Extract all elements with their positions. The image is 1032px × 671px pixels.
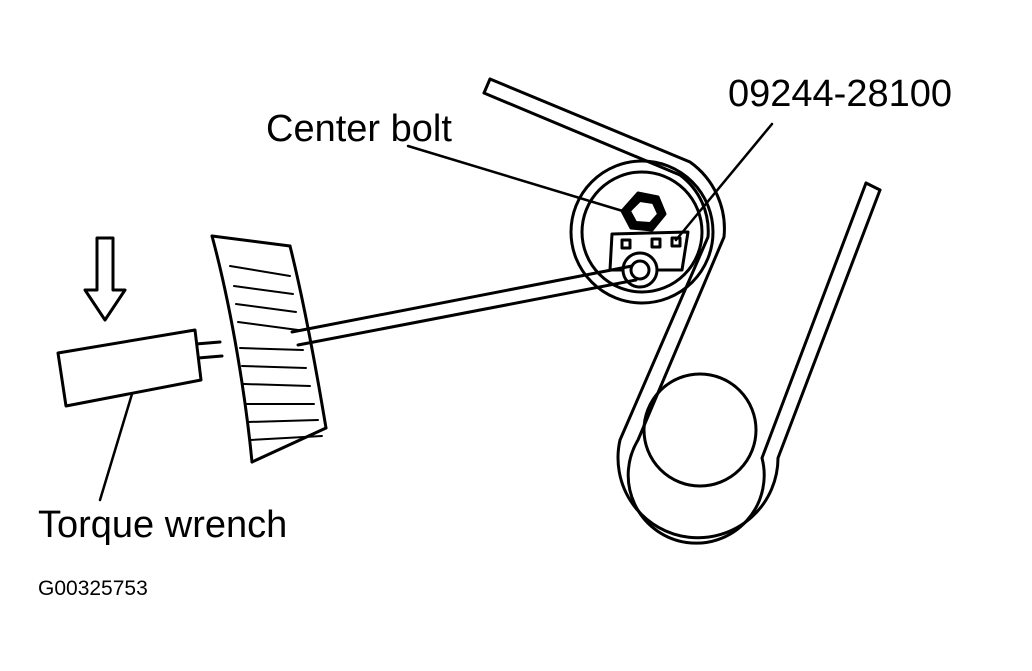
torque-wrench-label: Torque wrench [38, 504, 288, 546]
wrench-handle [58, 330, 222, 406]
special-tool-bracket [610, 232, 688, 287]
down-arrow-icon [85, 238, 125, 320]
wrench-shaft [292, 266, 636, 345]
figure-code-label: G00325753 [38, 577, 148, 600]
tool-number-label: 09244-28100 [728, 73, 952, 115]
center-bolt-leader-line [408, 146, 626, 212]
lower-pulley [644, 374, 756, 486]
tool-number-leader-line [676, 124, 772, 240]
center-bolt-label: Center bolt [266, 108, 452, 150]
torque-wrench-leader-line [100, 394, 132, 500]
drive-belt [484, 79, 880, 543]
torque-wrench-dial [212, 236, 326, 462]
tensioner-pulley [571, 161, 713, 303]
